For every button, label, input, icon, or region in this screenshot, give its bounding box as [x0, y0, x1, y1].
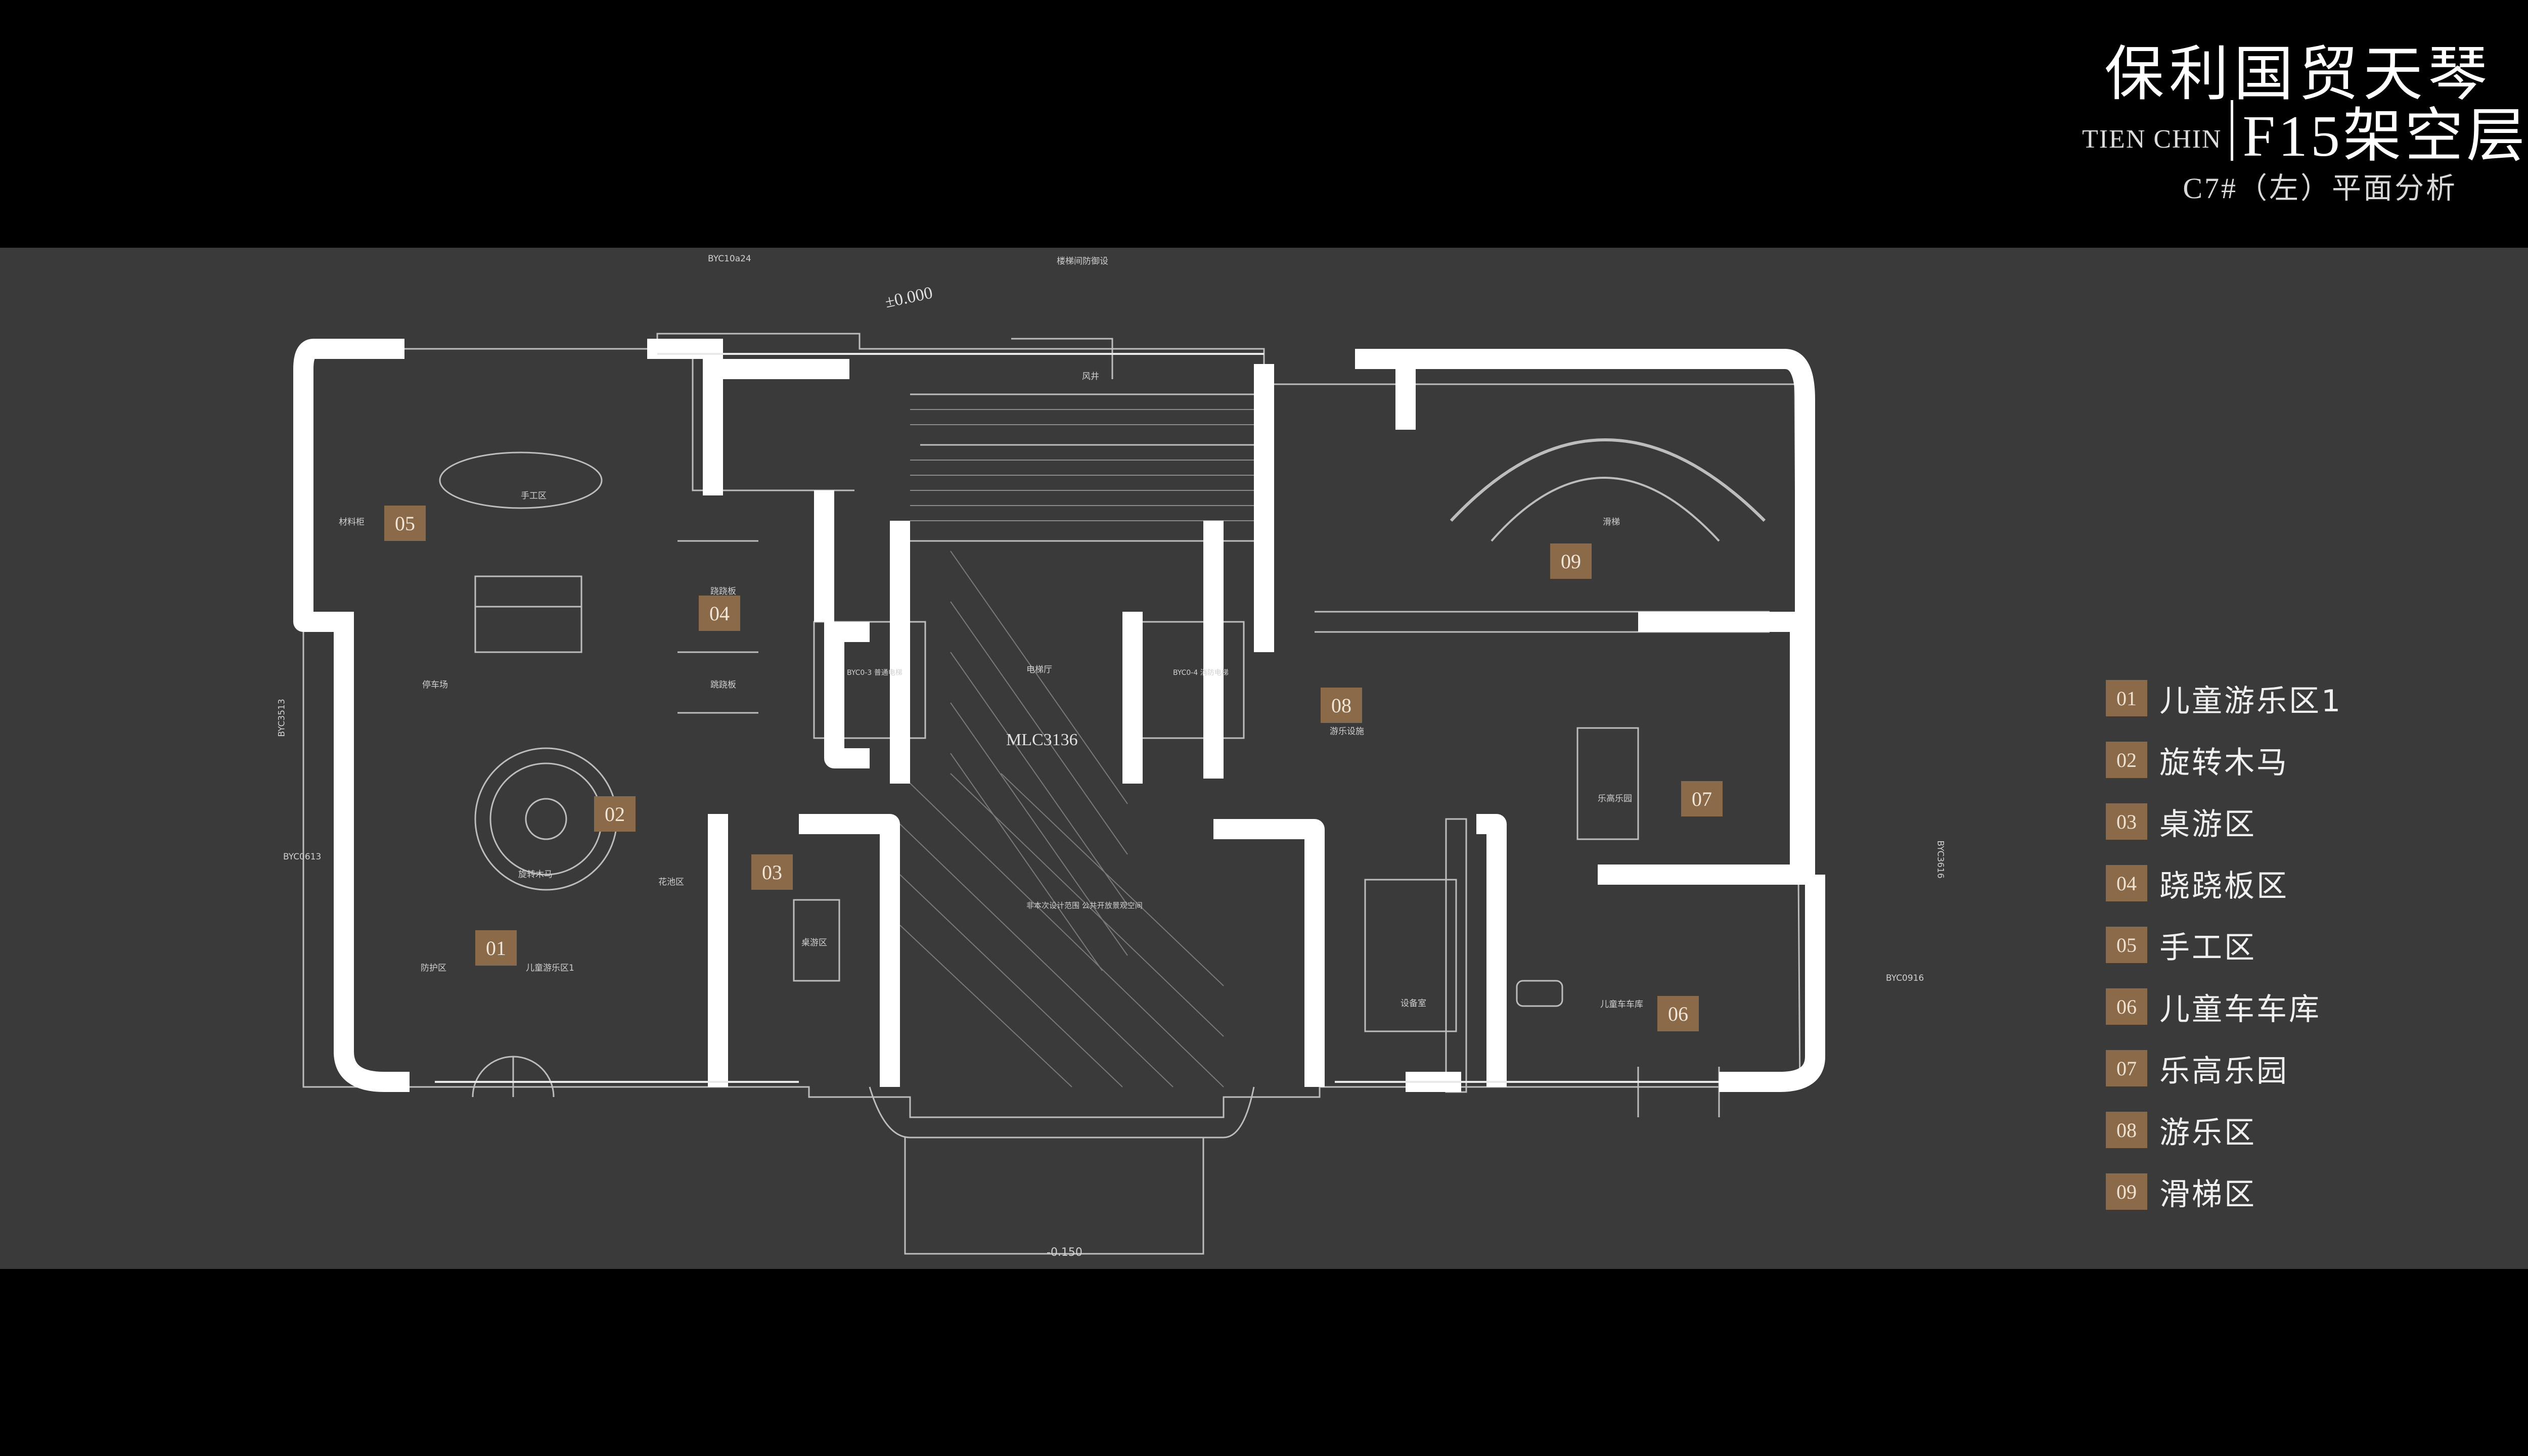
label-seesaw2: 跳跷板 — [710, 680, 736, 690]
legend-label: 游乐区 — [2159, 1115, 2256, 1151]
craft-table-icon — [439, 451, 603, 509]
outer-outline — [302, 333, 1801, 1118]
legend-item: 01 儿童游乐区1 — [2106, 667, 2342, 729]
legend-label: 乐高乐园 — [2159, 1053, 2289, 1089]
zone-badge-08: 08 — [1321, 688, 1362, 723]
label-bvc-right2: BYC0916 — [1886, 973, 1924, 983]
lego-table-icon — [1576, 727, 1639, 840]
zone-badge-07: 07 — [1681, 781, 1723, 816]
legend-item: 04 跷跷板区 — [2106, 852, 2342, 914]
label-bvc-right: BYC3616 — [1935, 840, 1946, 879]
label-table-game: 桌游区 — [801, 938, 827, 948]
label-play1: 儿童游乐区1 — [526, 963, 574, 973]
legend-badge: 09 — [2106, 1173, 2147, 1210]
zone-badge-03: 03 — [751, 854, 793, 890]
floor-plan-drawing — [293, 333, 1825, 1255]
header: 保利国贸天琴 TIEN CHIN F15架空层 C7#（左）平面分析 — [0, 0, 2528, 248]
label-public: 非本次设计范围 公共开放景观空间 — [1026, 901, 1143, 910]
project-title: 保利国贸天琴 — [2104, 39, 2493, 109]
slide-icon — [1450, 438, 1766, 522]
footer-band — [0, 1269, 2528, 1456]
legend-item: 05 手工区 — [2106, 914, 2342, 976]
elevation-bottom: -0.150 — [1047, 1246, 1082, 1259]
zone-badge-04: 04 — [699, 596, 740, 631]
label-fun: 游乐设施 — [1330, 726, 1364, 737]
label-craft: 手工区 — [521, 491, 547, 501]
legend-badge: 02 — [2106, 742, 2147, 778]
legend-label: 儿童游乐区1 — [2159, 683, 2343, 719]
legend-item: 09 滑梯区 — [2106, 1161, 2342, 1222]
label-wind: 风井 — [1082, 372, 1099, 382]
label-seesaw: 跷跷板 — [710, 586, 736, 597]
label-bvc-top: BYC10a24 — [708, 254, 751, 264]
legend-label: 儿童车车库 — [2159, 991, 2321, 1027]
label-lego: 乐高乐园 — [1598, 794, 1632, 804]
zone-badge-01: 01 — [475, 930, 517, 966]
label-carousel: 旋转木马 — [518, 870, 553, 880]
legend-label: 旋转木马 — [2159, 745, 2289, 781]
label-stair-note: 楼梯间防御设 — [1057, 256, 1108, 266]
title-row: TIEN CHIN F15架空层 — [2082, 96, 2528, 169]
legend-label: 手工区 — [2159, 930, 2256, 966]
game-table-icon — [793, 899, 840, 982]
wall-west — [293, 339, 404, 632]
legend-badge: 05 — [2106, 927, 2147, 963]
label-material: 材料柜 — [339, 517, 365, 527]
label-kids-car: 儿童车车库 — [1600, 999, 1643, 1010]
zone-badge-05: 05 — [384, 506, 426, 541]
legend-label: 跷跷板区 — [2159, 868, 2289, 904]
label-guard: 防护区 — [421, 963, 446, 973]
label-equip: 设备室 — [1401, 998, 1426, 1009]
plan-caption: C7#（左）平面分析 — [2183, 172, 2457, 205]
label-flower: 花池区 — [658, 877, 684, 887]
legend-item: 06 儿童车车库 — [2106, 976, 2342, 1037]
label-bvc-left: BYC3513 — [277, 699, 287, 737]
project-english-name: TIEN CHIN — [2082, 125, 2222, 154]
legend-badge: 01 — [2106, 680, 2147, 716]
label-bvc-left2: BYC0613 — [283, 852, 322, 862]
floor-title: F15架空层 — [2242, 104, 2528, 169]
label-elevator-a: BYC0-3 普通电梯 — [847, 669, 902, 677]
legend-label: 桌游区 — [2159, 806, 2256, 842]
legend-item: 03 桌游区 — [2106, 791, 2342, 852]
title-divider — [2231, 100, 2234, 161]
legend-label: 滑梯区 — [2159, 1176, 2256, 1212]
legend-badge: 08 — [2106, 1112, 2147, 1148]
zone-badge-09: 09 — [1550, 543, 1592, 579]
legend-badge: 03 — [2106, 803, 2147, 840]
label-parking: 停车场 — [422, 680, 448, 690]
legend-badge: 04 — [2106, 865, 2147, 901]
zone-legend: 01 儿童游乐区1 02 旋转木马 03 桌游区 04 跷跷板区 05 手工区 … — [2106, 667, 2342, 1222]
legend-badge: 07 — [2106, 1050, 2147, 1086]
label-slide: 滑梯 — [1603, 517, 1620, 527]
zone-badge-06: 06 — [1657, 996, 1699, 1031]
label-elevator-b: BYC0-4 消防电梯 — [1173, 669, 1229, 677]
zone-badge-02: 02 — [594, 796, 636, 832]
legend-item: 08 游乐区 — [2106, 1099, 2342, 1161]
legend-item: 02 旋转木马 — [2106, 729, 2342, 791]
legend-badge: 06 — [2106, 988, 2147, 1025]
legend-item: 07 乐高乐园 — [2106, 1037, 2342, 1099]
elevator-b — [1132, 621, 1245, 739]
label-lobby: 电梯厅 — [1026, 665, 1052, 675]
mlc-label: MLC3136 — [1006, 731, 1078, 749]
